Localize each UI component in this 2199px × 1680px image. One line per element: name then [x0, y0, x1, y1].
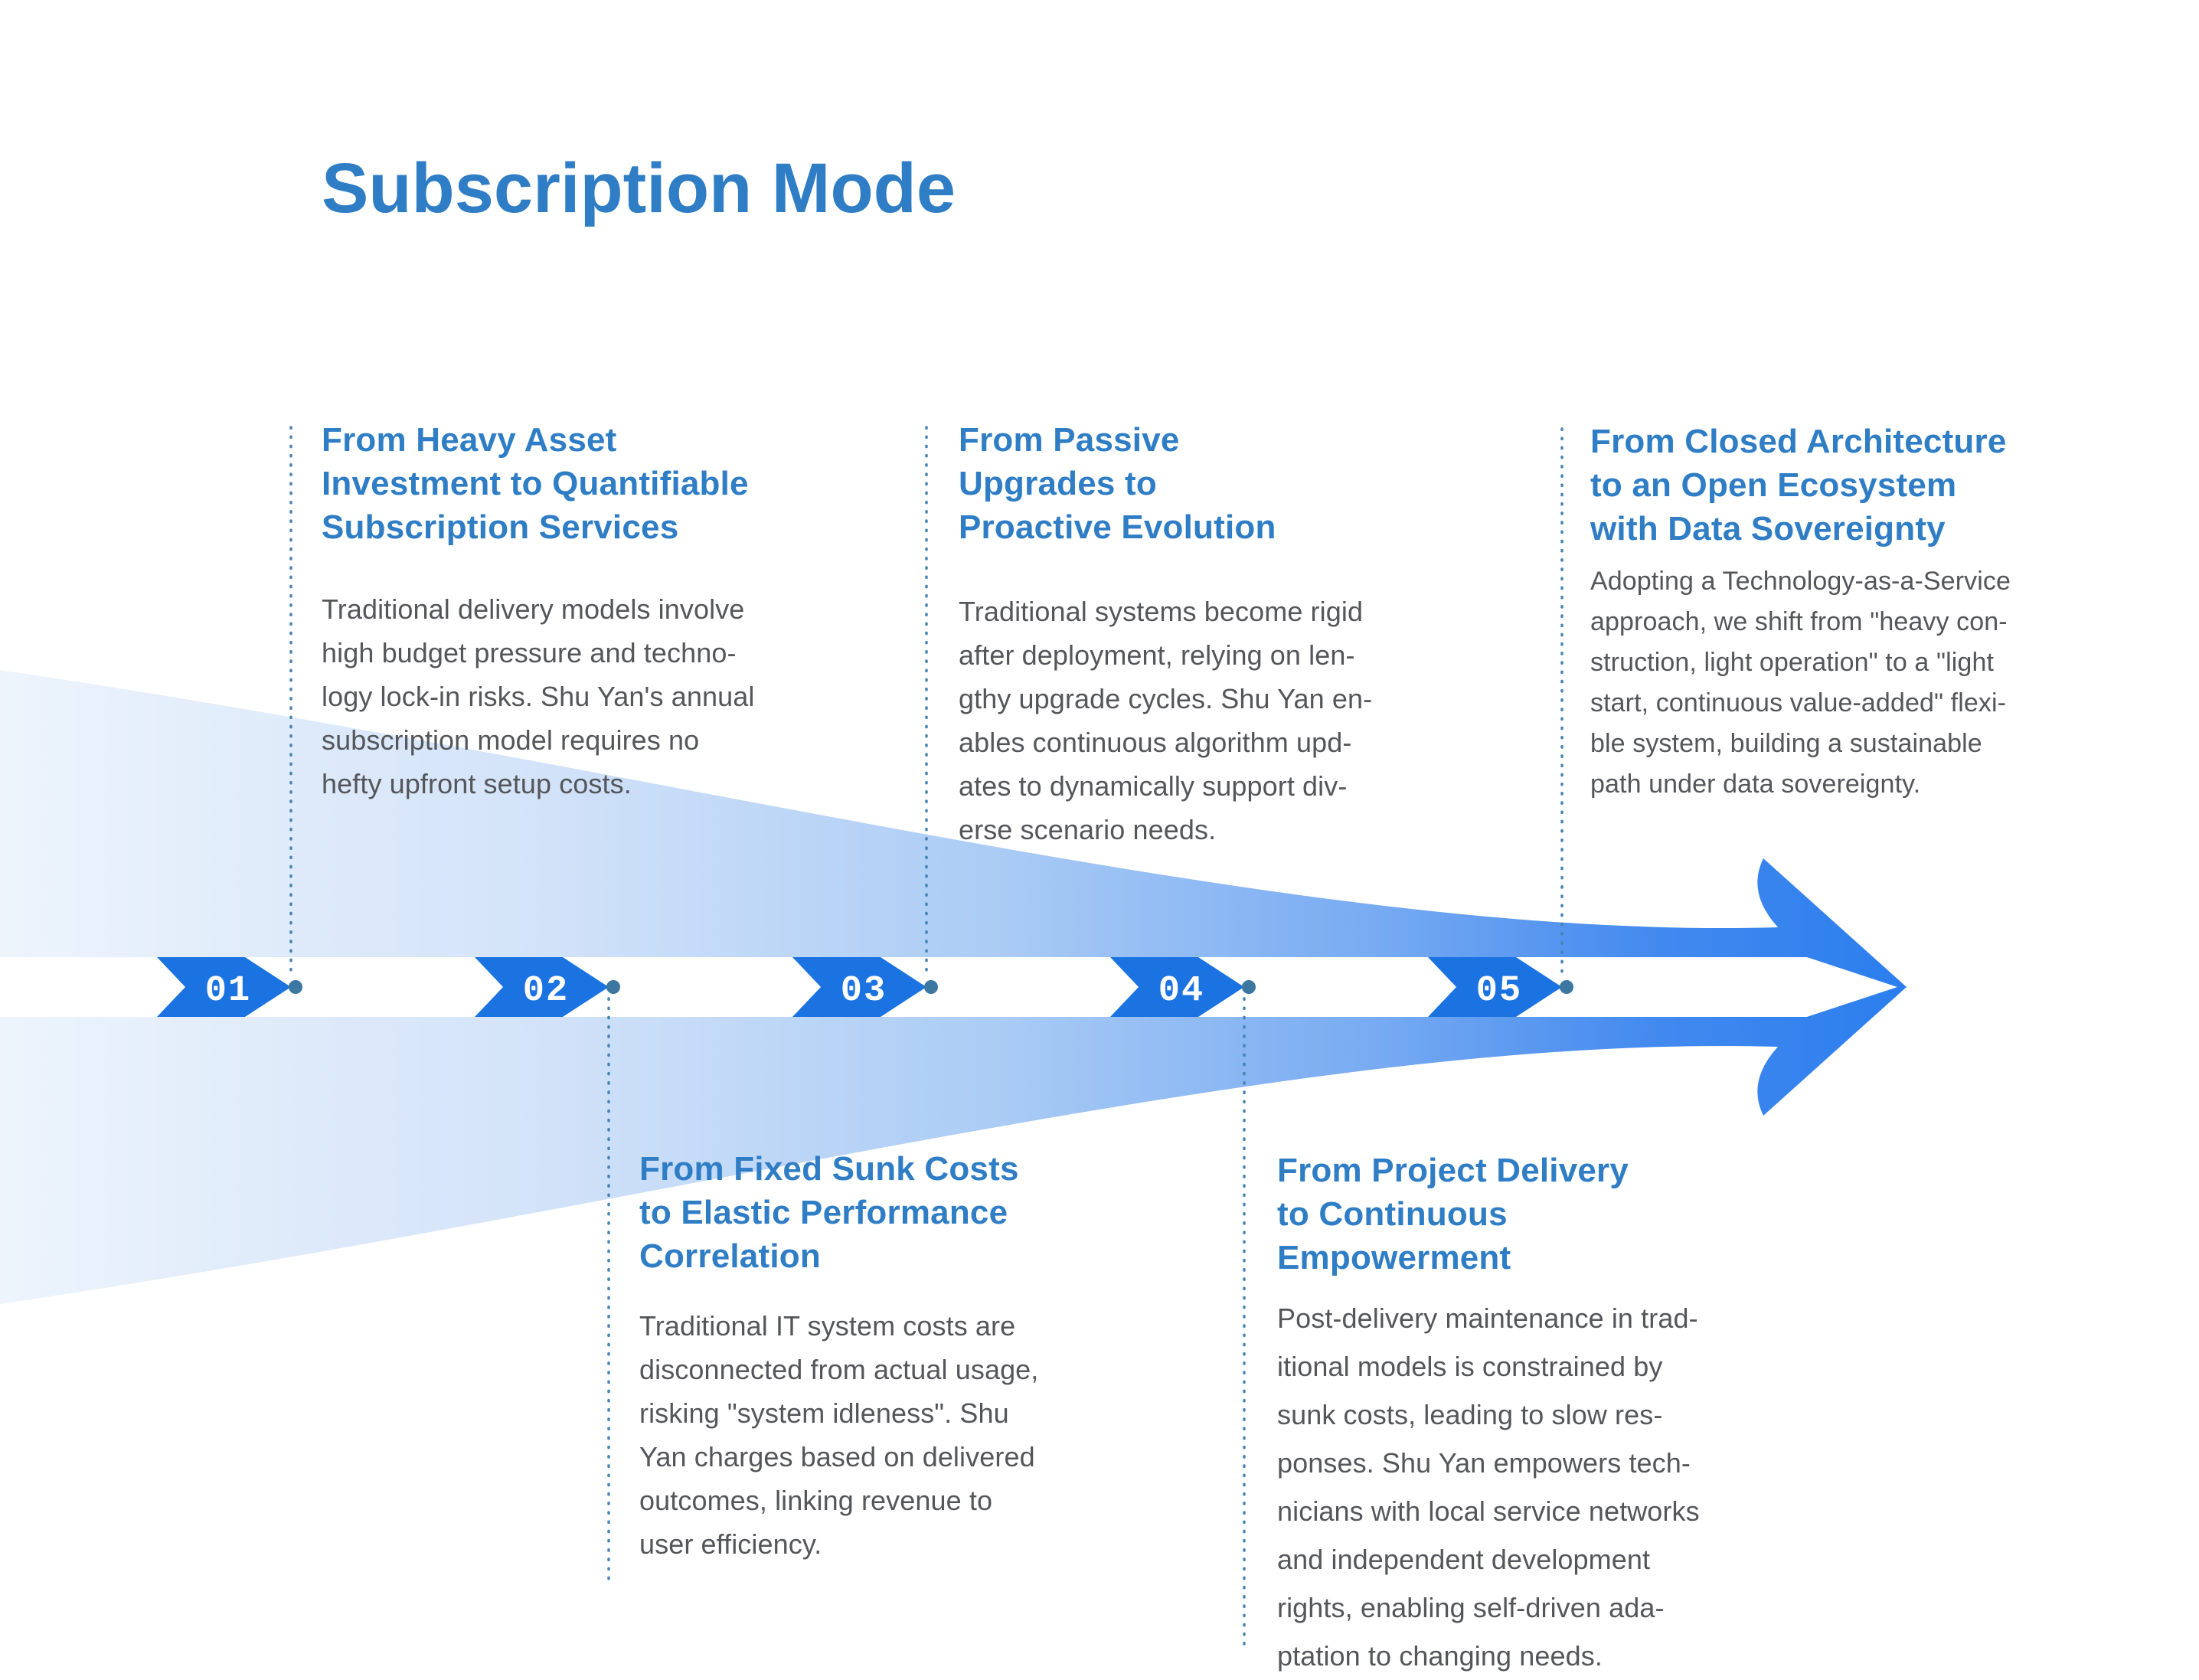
- step-chevron-04: [1110, 957, 1244, 1017]
- step-chevron-01: [157, 957, 291, 1017]
- page-title: Subscription Mode: [322, 149, 956, 227]
- step-body-04: Post-delivery maintenance in trad-itiona…: [1277, 1302, 1700, 1672]
- connector-dot-03: [924, 980, 938, 994]
- connector-dot-02: [606, 980, 620, 994]
- step-number-03: 03: [841, 971, 887, 1012]
- step-number-04: 04: [1158, 971, 1204, 1012]
- step-number-02: 02: [523, 971, 569, 1012]
- step-chevron-03: [792, 957, 926, 1017]
- step-chevron-05: [1428, 957, 1562, 1017]
- connector-dot-05: [1560, 980, 1573, 994]
- step-number-01: 01: [205, 971, 251, 1012]
- connector-dot-04: [1242, 980, 1256, 994]
- connector-dot-01: [289, 980, 302, 994]
- step-chevron-02: [475, 957, 609, 1017]
- step-number-05: 05: [1476, 971, 1522, 1012]
- arrow-white-band: [0, 957, 1897, 1017]
